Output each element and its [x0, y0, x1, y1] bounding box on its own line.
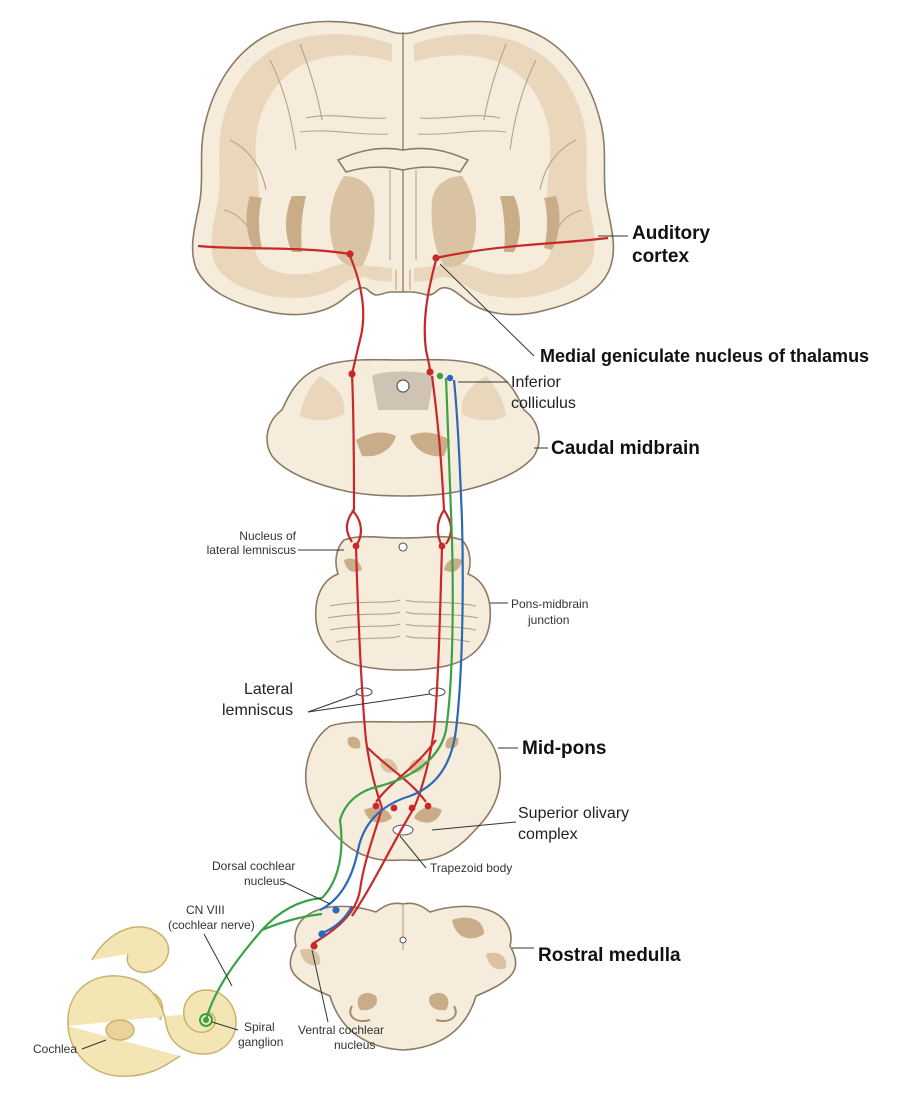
label-cn-viii-2: (cochlear nerve) — [168, 918, 255, 932]
label-lateral-lemniscus-1: Lateral — [244, 681, 293, 698]
label-cochlea: Cochlea — [33, 1042, 77, 1056]
label-dorsal-cochlear-nucleus-2: nucleus — [244, 874, 285, 888]
rostral-medulla-section — [289, 902, 517, 1051]
label-trapezoid-body: Trapezoid body — [430, 861, 512, 875]
label-dorsal-cochlear-nucleus-1: Dorsal cochlear — [212, 859, 295, 873]
label-nucleus-lateral-lemniscus-1: Nucleus of — [239, 529, 296, 543]
label-ventral-cochlear-nucleus-1: Ventral cochlear — [298, 1023, 384, 1037]
cerebrum-section — [191, 20, 615, 316]
auditory-pathways — [197, 236, 609, 1023]
label-lateral-lemniscus-2: lemniscus — [222, 702, 293, 719]
label-superior-olivary-complex-2: complex — [518, 826, 578, 843]
label-medial-geniculate-nucleus: Medial geniculate nucleus of thalamus — [540, 346, 869, 366]
caudal-midbrain-section — [266, 358, 540, 497]
mid-pons-section — [304, 720, 502, 862]
label-auditory-cortex-1: Auditory — [632, 223, 711, 244]
label-inferior-colliculus-2: colliculus — [511, 395, 576, 412]
label-spiral-ganglion-2: ganglion — [238, 1035, 283, 1049]
label-ventral-cochlear-nucleus-2: nucleus — [334, 1038, 375, 1052]
inner-ear — [67, 926, 237, 1077]
lateral-lemniscus-left-marker — [355, 687, 373, 697]
label-mid-pons: Mid-pons — [522, 738, 606, 759]
label-superior-olivary-complex-1: Superior olivary — [518, 805, 629, 822]
pons-midbrain-junction-section — [314, 535, 492, 671]
label-rostral-medulla: Rostral medulla — [538, 945, 681, 966]
label-spiral-ganglion-1: Spiral — [244, 1020, 275, 1034]
label-pons-midbrain-junction-2: junction — [527, 613, 569, 627]
label-cn-viii-1: CN VIII — [186, 903, 225, 917]
label-inferior-colliculus-1: Inferior — [511, 374, 561, 391]
label-pons-midbrain-junction-1: Pons-midbrain — [511, 597, 588, 611]
label-nucleus-lateral-lemniscus-2: lateral lemniscus — [207, 543, 296, 557]
label-auditory-cortex-2: cortex — [632, 246, 689, 267]
label-caudal-midbrain: Caudal midbrain — [551, 438, 700, 459]
